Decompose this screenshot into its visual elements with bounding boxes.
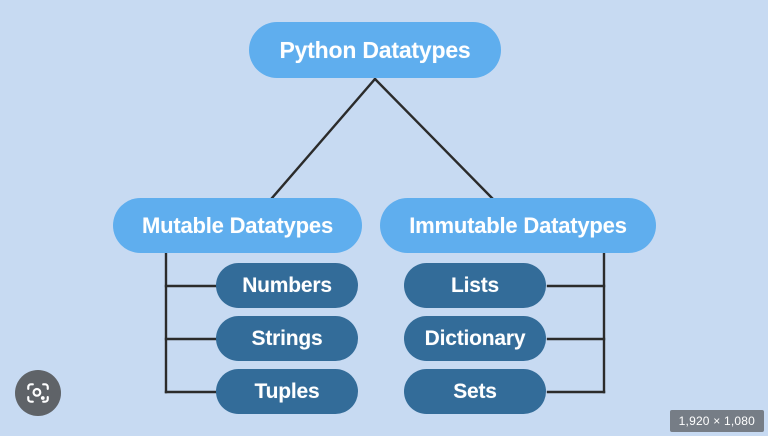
node-immutable-datatypes: Immutable Datatypes <box>380 198 656 253</box>
node-dictionary-label: Dictionary <box>424 327 526 350</box>
node-lists-label: Lists <box>450 274 499 297</box>
node-strings-label: Strings <box>251 327 323 350</box>
node-numbers-label: Numbers <box>242 274 332 297</box>
node-sets-label: Sets <box>453 380 497 403</box>
connector-root-to-mutable <box>270 77 377 200</box>
connector-root-to-immutable <box>373 77 494 200</box>
node-tuples-label: Tuples <box>254 380 320 403</box>
dimension-badge-text: 1,920 × 1,080 <box>678 414 755 428</box>
node-mutable-datatypes: Mutable Datatypes <box>113 198 362 253</box>
node-dictionary: Dictionary <box>404 316 546 361</box>
node-python-datatypes: Python Datatypes <box>249 22 501 78</box>
google-lens-button[interactable] <box>15 370 61 416</box>
node-sets: Sets <box>404 369 546 414</box>
google-lens-icon <box>25 380 51 406</box>
dimension-badge: 1,920 × 1,080 <box>669 410 764 432</box>
node-mutable-label: Mutable Datatypes <box>142 212 333 238</box>
node-lists: Lists <box>404 263 546 308</box>
node-strings: Strings <box>216 316 358 361</box>
node-tuples: Tuples <box>216 369 358 414</box>
node-numbers: Numbers <box>216 263 358 308</box>
node-immutable-label: Immutable Datatypes <box>409 212 627 238</box>
node-root-label: Python Datatypes <box>279 36 471 63</box>
